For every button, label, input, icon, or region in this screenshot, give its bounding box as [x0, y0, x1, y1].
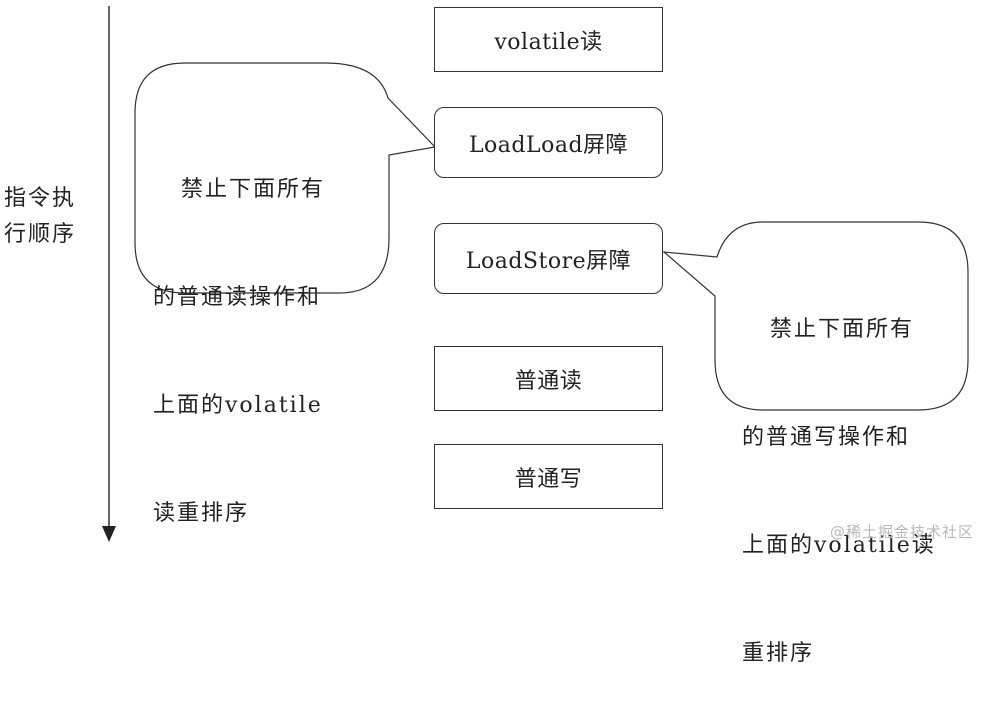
normal-read-box: 普通读 — [434, 346, 663, 411]
right-callout-text: 禁止下面所有 的普通写操作和 上面的volatile读 重排序 — [742, 240, 936, 708]
left-callout-line4: 读重排序 — [153, 501, 250, 526]
right-callout-bubble — [662, 221, 969, 411]
right-callout-line4: 重排序 — [742, 641, 815, 666]
left-callout-text: 禁止下面所有 的普通读操作和 上面的volatile 读重排序 — [153, 100, 325, 568]
execution-order-label-line2: 行顺序 — [4, 222, 77, 247]
right-callout-line2: 的普通写操作和 — [742, 425, 911, 450]
volatile-read-box: volatile读 — [434, 7, 663, 72]
loadload-barrier-box: LoadLoad屏障 — [434, 107, 663, 178]
left-callout-line2: 的普通读操作和 — [153, 285, 322, 310]
site-watermark: @稀土掘金技术社区 — [829, 523, 974, 541]
execution-order-label-line1: 指令执 — [4, 186, 77, 211]
left-callout-line3: 上面的volatile — [153, 393, 323, 418]
loadstore-barrier-box: LoadStore屏障 — [434, 223, 663, 294]
left-callout-bubble — [134, 62, 437, 294]
execution-order-arrowhead — [102, 526, 116, 542]
right-callout-line1: 禁止下面所有 — [770, 317, 915, 342]
normal-write-box: 普通写 — [434, 444, 663, 509]
left-callout-line1: 禁止下面所有 — [181, 177, 326, 202]
diagram-graphics — [102, 6, 969, 542]
execution-order-label: 指令执 行顺序 — [4, 181, 76, 253]
